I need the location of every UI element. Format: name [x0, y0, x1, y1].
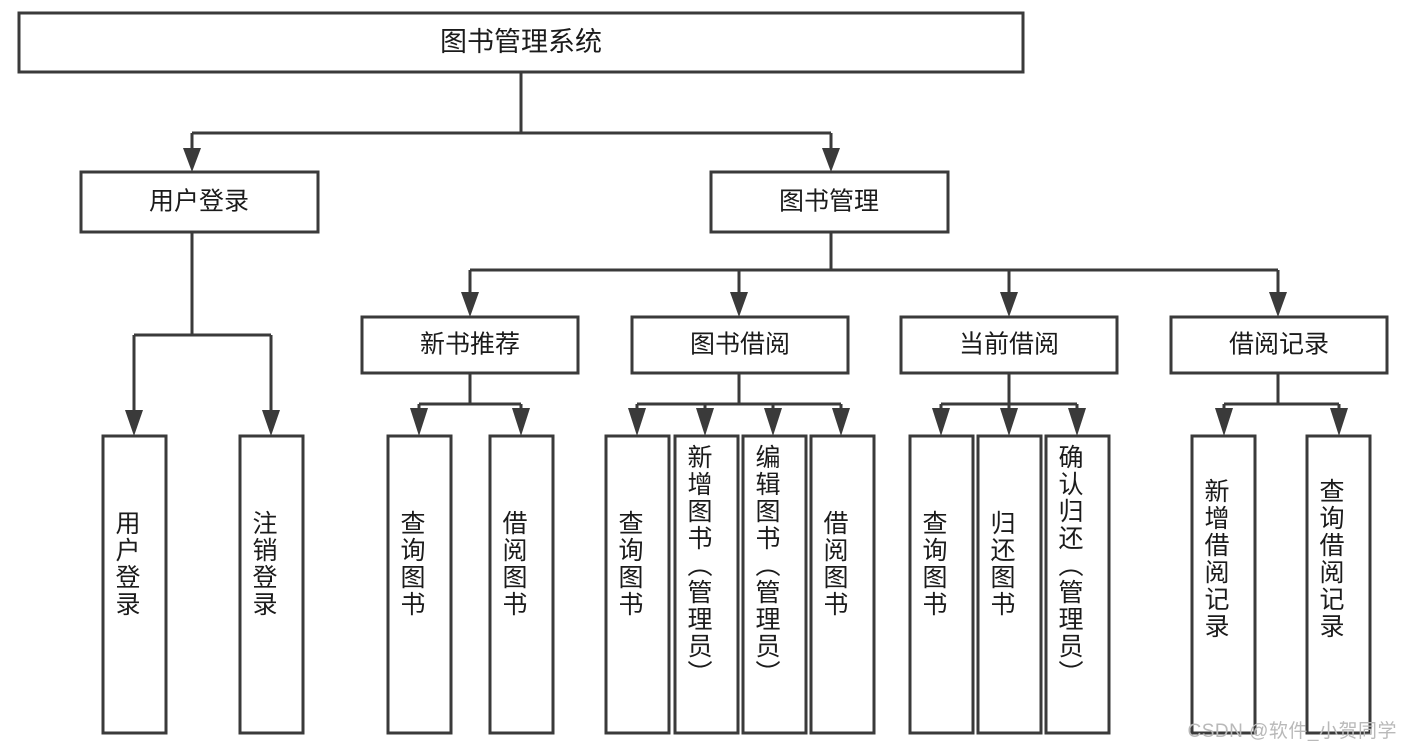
node-new-book-recommend-box[interactable]	[360, 315, 580, 375]
leaf-box-edit-book-admin[interactable]	[741, 434, 808, 735]
leaf-box-borrow-book-tsjy[interactable]	[809, 434, 876, 735]
node-book-management-label: 图书管理	[779, 188, 879, 216]
arrowhead-dqjy-1	[932, 408, 950, 436]
leaf-box-query-book-tsjy[interactable]	[604, 434, 671, 735]
arrowhead-dqjy-2	[1000, 408, 1018, 436]
node-user-login-label: 用户登录	[149, 188, 249, 216]
arrowhead-l2-1	[461, 292, 479, 317]
leaf-box-add-book-admin[interactable]	[673, 434, 740, 735]
arrowhead-ul-leaf-1	[125, 410, 143, 436]
arrowhead-dqjy-3	[1068, 408, 1086, 436]
node-book-management[interactable]: 图书管理	[709, 170, 950, 234]
node-current-borrow-box[interactable]	[899, 315, 1119, 375]
node-new-book-recommend-label: 新书推荐	[420, 331, 520, 359]
leaf-box-confirm-return-admin[interactable]	[1044, 434, 1111, 735]
node-root[interactable]: 图书管理系统	[17, 11, 1025, 74]
leaf-box-query-book-dqjy[interactable]	[908, 434, 975, 735]
node-user-login-box[interactable]	[79, 170, 320, 234]
arrowhead-tsjy-3	[764, 408, 782, 436]
arrowhead-tsjy-4	[832, 408, 850, 436]
arrowhead-jyjl-1	[1215, 408, 1233, 436]
node-borrow-record[interactable]: 借阅记录	[1169, 315, 1389, 375]
leaf-box-logout[interactable]	[238, 434, 305, 735]
leaf-box-user-login[interactable]	[101, 434, 168, 735]
node-root-box[interactable]	[17, 11, 1025, 74]
node-book-borrow-label: 图书借阅	[690, 331, 790, 359]
node-borrow-record-box[interactable]	[1169, 315, 1389, 375]
arrowhead-l2-2	[730, 292, 748, 317]
node-current-borrow-label: 当前借阅	[959, 331, 1059, 359]
leaf-box-query-borrow-record[interactable]	[1305, 434, 1372, 735]
node-book-borrow[interactable]: 图书借阅	[630, 315, 850, 375]
leaf-box-add-borrow-record[interactable]	[1190, 434, 1257, 735]
node-book-borrow-box[interactable]	[630, 315, 850, 375]
arrowhead-nsrj-2	[512, 408, 530, 436]
leaf-box-query-book-nsrj[interactable]	[386, 434, 453, 735]
arrowhead-l2-3	[1000, 292, 1018, 317]
arrowhead-nsrj-1	[410, 408, 428, 436]
arrowhead-jyjl-2	[1330, 408, 1348, 436]
watermark-text: CSDN @软件_小贺同学	[1187, 721, 1397, 742]
node-current-borrow[interactable]: 当前借阅	[899, 315, 1119, 375]
leaf-boxes	[101, 434, 1372, 735]
arrowhead-ul-leaf-2	[262, 410, 280, 436]
leaf-box-borrow-book-nsrj[interactable]	[488, 434, 555, 735]
node-new-book-recommend[interactable]: 新书推荐	[360, 315, 580, 375]
leaf-box-return-book[interactable]	[976, 434, 1043, 735]
node-user-login[interactable]: 用户登录	[79, 170, 320, 234]
arrowhead-tsjy-2	[696, 408, 714, 436]
node-borrow-record-label: 借阅记录	[1229, 331, 1329, 359]
arrowhead-tsjy-1	[628, 408, 646, 436]
connectors	[125, 72, 1348, 436]
arrowhead-book-mgmt	[822, 148, 840, 172]
arrowhead-user-login	[183, 148, 201, 172]
arrowhead-l2-4	[1269, 292, 1287, 317]
node-root-label: 图书管理系统	[440, 27, 602, 57]
node-book-management-box[interactable]	[709, 170, 950, 234]
